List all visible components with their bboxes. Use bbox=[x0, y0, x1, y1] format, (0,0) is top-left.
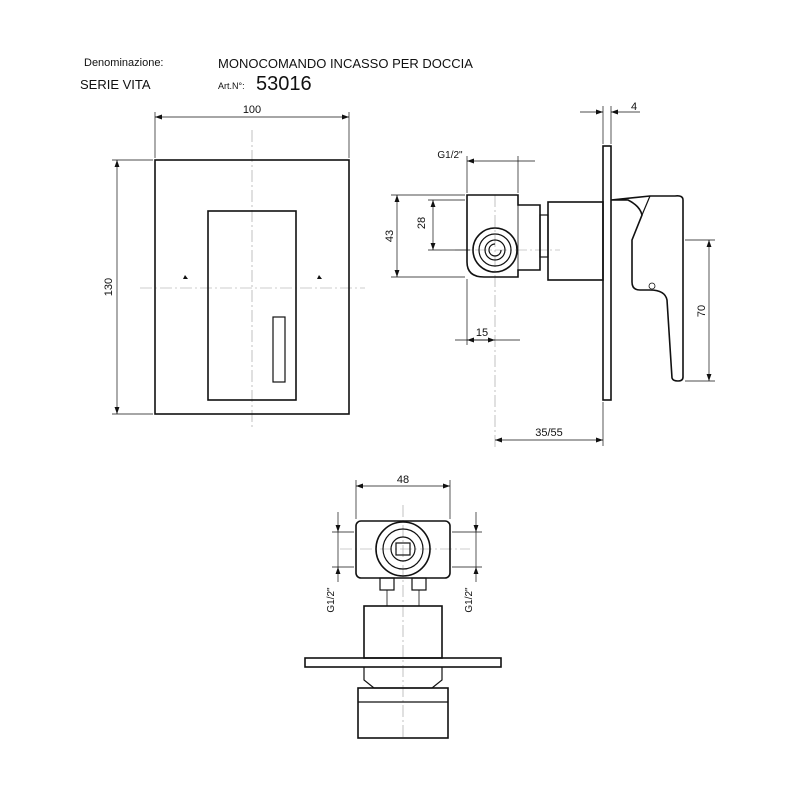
side-offset-dimension: 15 bbox=[476, 327, 488, 339]
bottom-view: 48 G1/2" G1/2" bbox=[304, 474, 502, 740]
front-height-dimension: 130 bbox=[103, 278, 115, 296]
side-cartridge-circle bbox=[472, 227, 518, 273]
hot-marker-icon bbox=[183, 275, 188, 279]
bottom-left-thread-dimension: G1/2" bbox=[326, 587, 337, 613]
front-cover-plate bbox=[154, 159, 350, 415]
article-label: Art.N°: bbox=[218, 81, 245, 91]
bottom-wall-plate bbox=[304, 657, 502, 668]
side-cartridge-housing bbox=[547, 201, 604, 281]
bottom-valve-body bbox=[355, 520, 451, 579]
front-view: 100 130 bbox=[103, 104, 365, 430]
front-width-dimension: 100 bbox=[243, 104, 261, 116]
side-view: G1/2" 4 43 28 15 70 35/55 bbox=[384, 101, 715, 450]
side-valve-body bbox=[466, 194, 541, 278]
side-lever bbox=[610, 195, 684, 382]
front-lever-panel bbox=[207, 210, 297, 401]
article-number: 53016 bbox=[256, 73, 312, 95]
side-lever-height-dimension: 70 bbox=[696, 305, 708, 317]
product-name: MONOCOMANDO INCASSO PER DOCCIA bbox=[218, 56, 473, 71]
series-name: SERIE VITA bbox=[80, 77, 151, 92]
bottom-lever-handle bbox=[357, 687, 449, 739]
side-body-inner-dimension: 28 bbox=[416, 217, 428, 229]
side-inlet-thread-dimension: G1/2" bbox=[437, 150, 463, 161]
side-body-height-dimension: 43 bbox=[384, 230, 396, 242]
bottom-body-width-dimension: 48 bbox=[397, 474, 409, 486]
side-projection-dimension: 35/55 bbox=[535, 427, 563, 439]
cold-marker-icon bbox=[317, 275, 322, 279]
side-plate-thickness-dimension: 4 bbox=[631, 101, 637, 113]
bottom-right-thread-dimension: G1/2" bbox=[464, 587, 475, 613]
side-wall-plate bbox=[602, 145, 612, 401]
front-slot bbox=[272, 316, 286, 383]
denomination-label: Denominazione: bbox=[84, 57, 164, 69]
